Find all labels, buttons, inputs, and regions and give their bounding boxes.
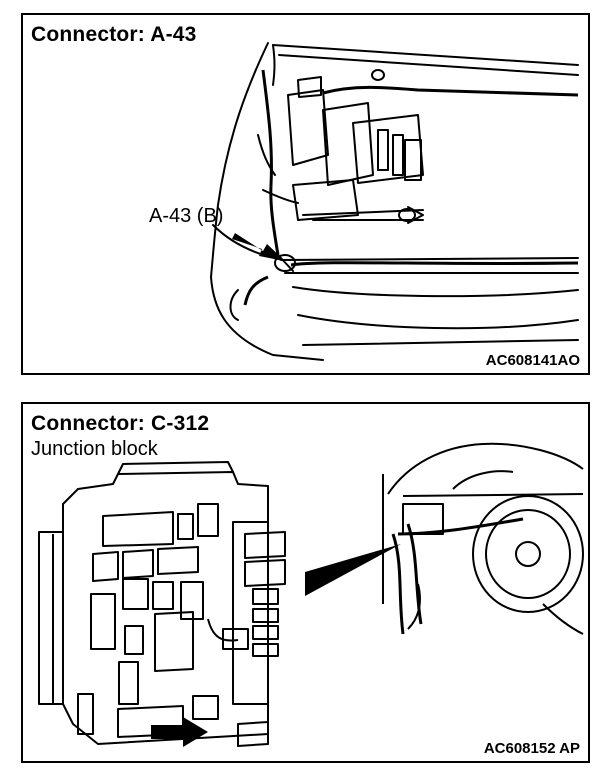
c312-pointer-arrow	[151, 717, 208, 747]
a43-callout-label: A-43 (B)	[149, 205, 224, 227]
panel2-title: Connector: C-312	[31, 412, 210, 435]
panel1-title: Connector: A-43	[31, 23, 197, 46]
junction-block-illustration	[38, 442, 584, 747]
location-pointer	[305, 544, 401, 596]
panel2-subtitle: Junction block	[31, 438, 158, 460]
engine-bay-illustration	[210, 42, 579, 361]
connector-c312-panel: Connector: C-312 Junction block AC608152…	[21, 402, 590, 763]
panel2-figure-code: AC608152 AP	[483, 740, 580, 757]
connector-a43-panel: Connector: A-43 A-43 (B) AC608141AO	[21, 13, 590, 375]
a43-pointer-arrow	[232, 233, 285, 261]
panel1-figure-code: AC608141AO	[485, 352, 580, 369]
